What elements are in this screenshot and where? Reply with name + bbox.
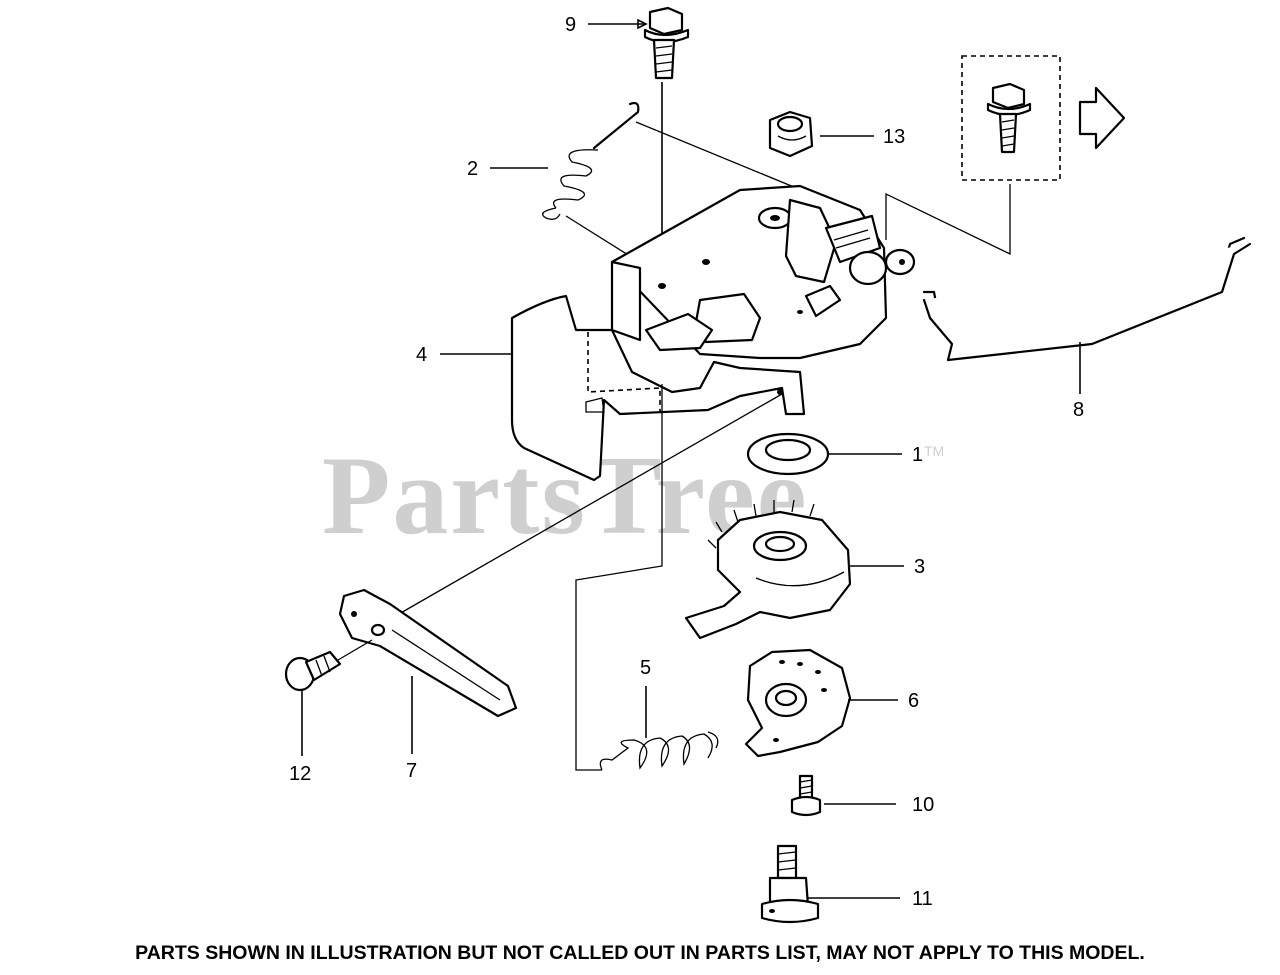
callout-1: 1 [912, 444, 923, 466]
path-line-to-lever [391, 393, 783, 619]
leader-9-arrow [637, 18, 648, 30]
callout-13: 13 [883, 126, 905, 148]
callout-9: 9 [565, 14, 576, 36]
callout-2: 2 [467, 158, 478, 180]
part-5-spring [599, 731, 719, 771]
part-12-screw [284, 650, 342, 692]
part-11-pin [760, 844, 820, 924]
part-3-gear-lever [684, 499, 852, 640]
callout-5: 5 [640, 657, 651, 679]
part-10-screw [790, 774, 822, 817]
callout-12: 12 [289, 763, 311, 785]
callout-7: 7 [406, 760, 417, 782]
callout-4: 4 [416, 344, 427, 366]
part-1-washer [746, 432, 830, 476]
callout-3: 3 [914, 556, 925, 578]
callout-11: 11 [912, 888, 933, 910]
watermark-trademark: TM [924, 443, 944, 459]
path-line-12 [337, 639, 373, 661]
part-9-bolt [643, 6, 690, 80]
path-line-to-spring-5 [575, 384, 663, 771]
part-2-spring [542, 101, 640, 220]
governor-bracket [610, 184, 916, 360]
part-4-cover [510, 294, 806, 482]
part-8-link-rod [922, 236, 1252, 362]
inset-path-line [885, 184, 1011, 256]
inset-reference-box [961, 55, 1061, 181]
arrow-next-page [1078, 86, 1126, 150]
callout-10: 10 [912, 794, 934, 816]
part-7-lever-arm [338, 588, 518, 718]
callout-6: 6 [908, 690, 919, 712]
callout-8: 8 [1073, 399, 1084, 421]
part-6-cam-plate [744, 648, 852, 758]
footer-disclaimer: PARTS SHOWN IN ILLUSTRATION BUT NOT CALL… [135, 942, 1145, 964]
part-13-nut [768, 110, 814, 158]
